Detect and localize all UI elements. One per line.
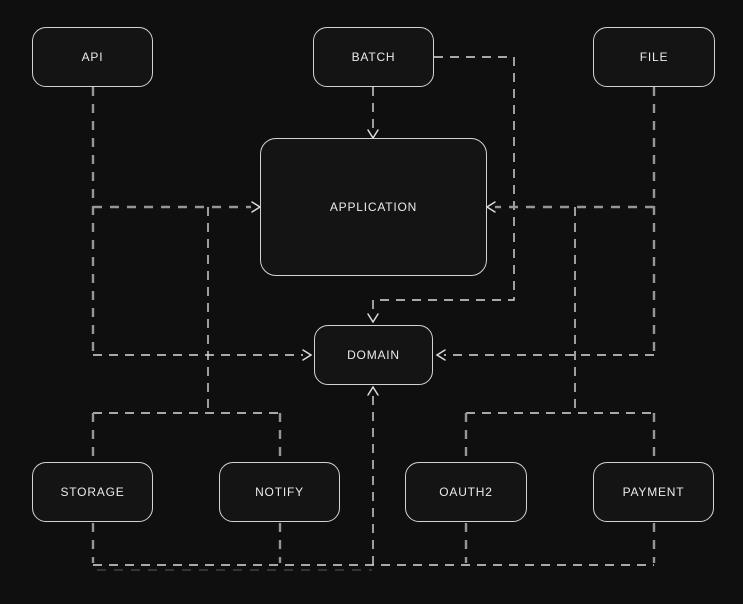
arrowhead-icon xyxy=(485,201,496,213)
node-batch-label: BATCH xyxy=(351,50,396,64)
node-batch[interactable]: BATCH xyxy=(313,27,434,87)
arrowhead-icon xyxy=(435,349,446,361)
node-oauth2-label: OAUTH2 xyxy=(439,485,493,499)
arrowhead-icon xyxy=(367,385,379,396)
node-application[interactable]: APPLICATION xyxy=(260,138,487,276)
edge-segment xyxy=(372,56,515,315)
node-notify-label: NOTIFY xyxy=(255,485,304,499)
arrowhead-icon xyxy=(302,349,313,361)
node-payment[interactable]: PAYMENT xyxy=(593,462,714,522)
node-oauth2[interactable]: OAUTH2 xyxy=(405,462,527,522)
node-api[interactable]: API xyxy=(32,27,153,87)
node-domain[interactable]: DOMAIN xyxy=(314,325,433,385)
node-storage-label: STORAGE xyxy=(60,485,125,499)
node-api-label: API xyxy=(81,50,104,64)
node-notify[interactable]: NOTIFY xyxy=(219,462,340,522)
node-domain-label: DOMAIN xyxy=(347,348,400,362)
node-payment-label: PAYMENT xyxy=(622,485,685,499)
node-application-label: APPLICATION xyxy=(329,200,418,214)
arrowhead-icon xyxy=(251,201,262,213)
arrowhead-icon xyxy=(367,313,379,324)
node-file-label: FILE xyxy=(639,50,669,64)
node-storage[interactable]: STORAGE xyxy=(32,462,153,522)
node-file[interactable]: FILE xyxy=(593,27,715,87)
arrowhead-icon xyxy=(367,129,379,140)
